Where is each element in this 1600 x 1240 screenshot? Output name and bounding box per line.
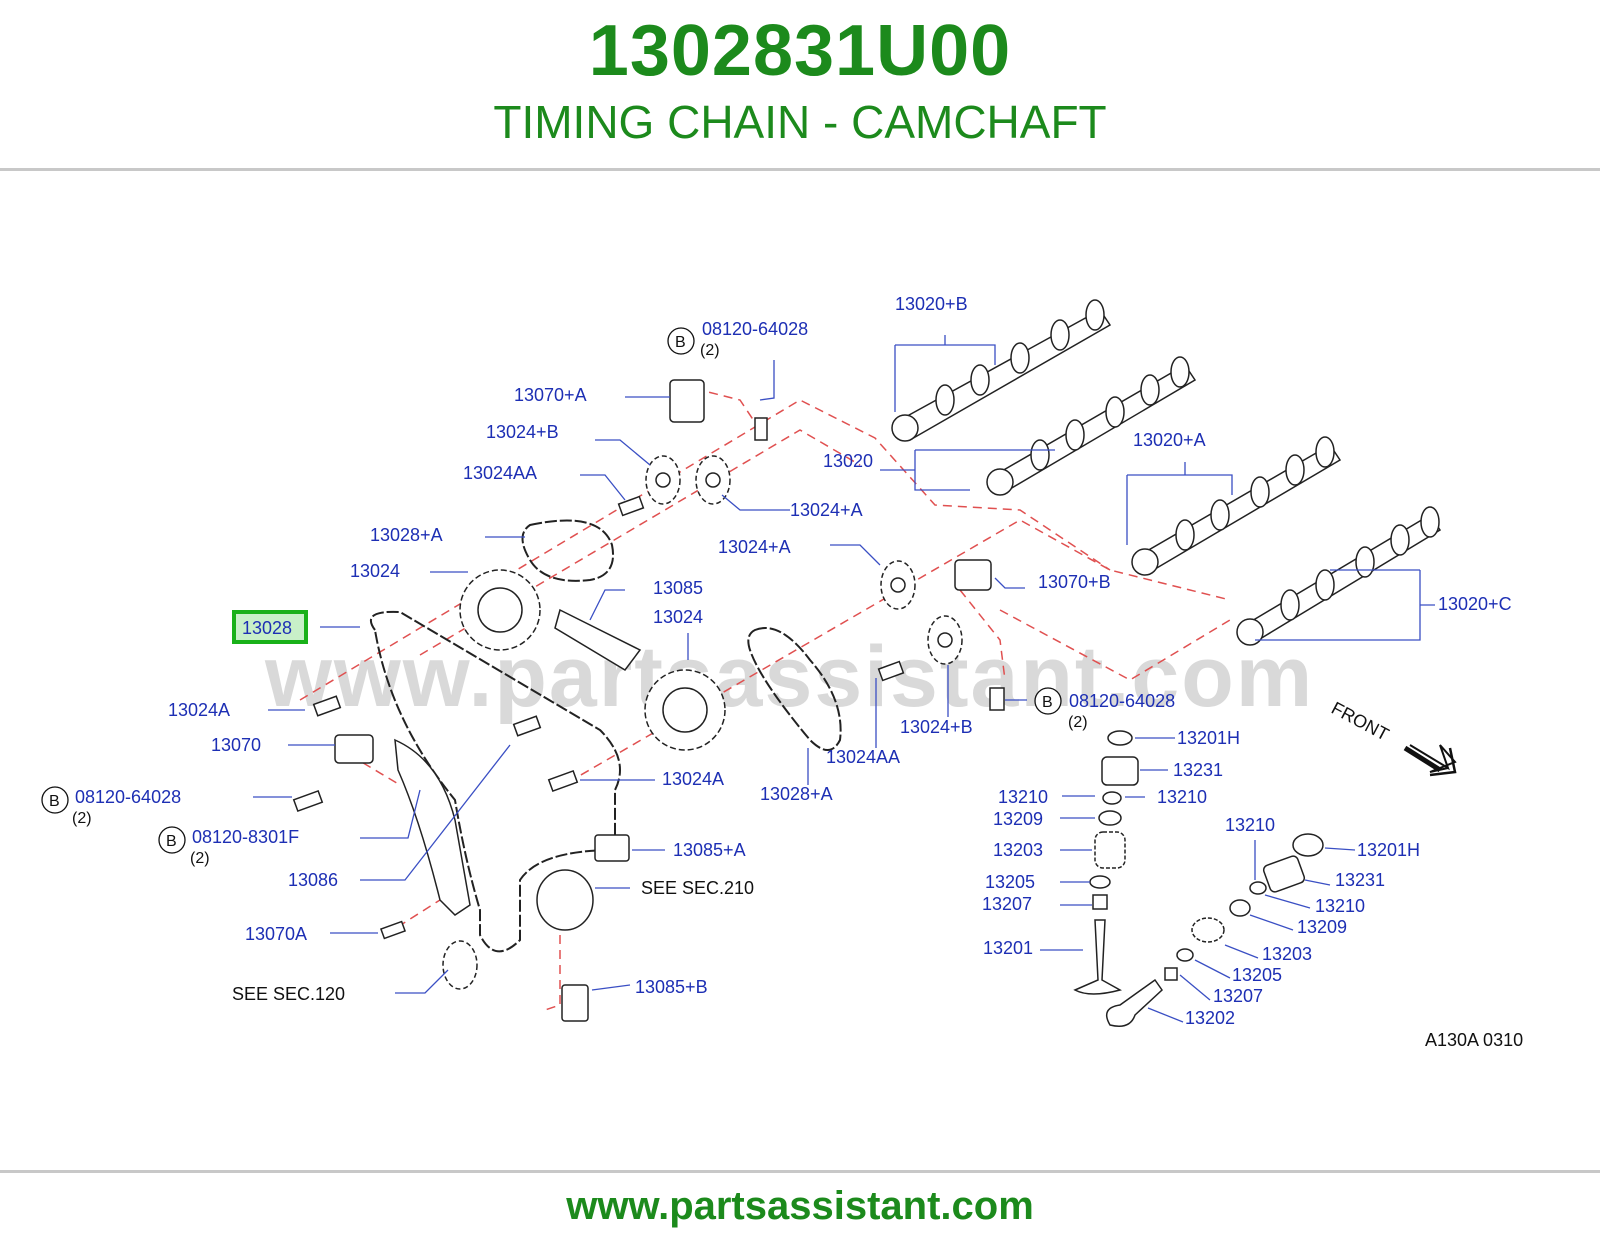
label-13203-lower[interactable]: 13203 (1262, 944, 1312, 964)
label-13209-lower[interactable]: 13209 (1297, 917, 1347, 937)
sprocket-13024-a-mid (880, 560, 916, 610)
label-13231-upper[interactable]: 13231 (1173, 760, 1223, 780)
label-13028-highlighted[interactable]: 13028 (242, 618, 292, 638)
part-description-title: TIMING CHAIN - CAMCHAFT (493, 96, 1107, 148)
label-13070[interactable]: 13070 (211, 735, 261, 755)
footer-website-link[interactable]: www.partsassistant.com (566, 1184, 1034, 1228)
label-13210-upper-left[interactable]: 13210 (998, 787, 1048, 807)
label-13024a-left[interactable]: 13024A (168, 700, 230, 720)
camshaft-13020-b (891, 299, 1112, 442)
label-13210-lower-top[interactable]: 13210 (1225, 815, 1275, 835)
label-13024-mid[interactable]: 13024 (653, 607, 703, 627)
watermark: www.partsassistant.com (265, 629, 1315, 725)
label-13070-b[interactable]: 13070+B (1038, 572, 1111, 592)
qty-right: (2) (1068, 714, 1088, 731)
qty-top: (2) (700, 342, 720, 359)
sprocket-13024-b-low (927, 615, 963, 665)
label-13024aa-top[interactable]: 13024AA (463, 463, 537, 483)
qty-8301f: (2) (190, 850, 210, 867)
label-13020[interactable]: 13020 (823, 451, 873, 471)
label-13210-lower[interactable]: 13210 (1315, 896, 1365, 916)
bolt-marker-b: B (675, 334, 686, 351)
highlight-box (232, 610, 308, 644)
label-13201h-lower[interactable]: 13201H (1357, 840, 1420, 860)
part-number-title: 1302831U00 (588, 11, 1012, 91)
part-labels: 13020+B 13020 13020+A 13020+C 08120-6402… (72, 294, 1523, 1050)
camshaft-13020-c (1236, 506, 1442, 646)
label-13020-a[interactable]: 13020+A (1133, 430, 1206, 450)
parts-diagram: B B B B 13020+B 13020 13020+A 13020+C 08… (41, 294, 1523, 1050)
label-13210-upper-right[interactable]: 13210 (1157, 787, 1207, 807)
sprocket-13024-a-top (695, 455, 731, 505)
header-divider (0, 168, 1600, 171)
label-13203-upper[interactable]: 13203 (993, 840, 1043, 860)
chain-guide-13085 (554, 608, 642, 671)
label-13024-b-low[interactable]: 13024+B (900, 717, 973, 737)
label-13231-lower[interactable]: 13231 (1335, 870, 1385, 890)
tensioner-13070-a-top (669, 379, 705, 423)
label-13020-b[interactable]: 13020+B (895, 294, 968, 314)
bolt-marker-b: B (166, 833, 177, 850)
drawing-code: A130A 0310 (1425, 1030, 1523, 1050)
label-13024-a-mid[interactable]: 13024+A (718, 537, 791, 557)
label-13207-upper[interactable]: 13207 (982, 894, 1032, 914)
label-13024aa-low[interactable]: 13024AA (826, 747, 900, 767)
label-13070-a-top[interactable]: 13070+A (514, 385, 587, 405)
label-08120-64028-left[interactable]: 08120-64028 (75, 787, 181, 807)
label-front: FRONT (1328, 698, 1392, 745)
chain-13028-a-low (747, 627, 842, 751)
label-08120-64028-top[interactable]: 08120-64028 (702, 319, 808, 339)
sprocket-13024-b-top (645, 455, 681, 505)
page-header: 1302831U00 TIMING CHAIN - CAMCHAFT (0, 0, 1600, 168)
label-13028-a-top[interactable]: 13028+A (370, 525, 443, 545)
label-08120-8301f[interactable]: 08120-8301F (192, 827, 299, 847)
valve-assembly-lower (1105, 833, 1324, 1027)
camshaft-13020 (986, 356, 1197, 496)
bolt-markers: B B B B (41, 327, 1062, 854)
bolt-marker-b: B (1042, 694, 1053, 711)
tensioner-13085-b (561, 984, 589, 1022)
qty-left: (2) (72, 810, 92, 827)
label-13202[interactable]: 13202 (1185, 1008, 1235, 1028)
chain-guide-13086 (394, 738, 471, 916)
sprocket-13024-left (459, 569, 541, 651)
label-13207-lower[interactable]: 13207 (1213, 986, 1263, 1006)
bolt-marker-b: B (49, 793, 60, 810)
label-13085-b[interactable]: 13085+B (635, 977, 708, 997)
label-13024-b-top[interactable]: 13024+B (486, 422, 559, 442)
label-13070a-left[interactable]: 13070A (245, 924, 307, 944)
label-13024a-low[interactable]: 13024A (662, 769, 724, 789)
label-13028-a-low[interactable]: 13028+A (760, 784, 833, 804)
tensioner-13070 (334, 734, 374, 764)
leader-lines (253, 335, 1435, 1023)
tensioner-13070-b (954, 559, 992, 591)
label-13024-left[interactable]: 13024 (350, 561, 400, 581)
sprocket-13024-mid (644, 669, 726, 751)
bolts (292, 417, 1005, 940)
label-13085[interactable]: 13085 (653, 578, 703, 598)
tensioner-13085-a (594, 834, 630, 862)
label-13205-upper[interactable]: 13205 (985, 872, 1035, 892)
label-13020-c[interactable]: 13020+C (1438, 594, 1512, 614)
label-see-sec120: SEE SEC.120 (232, 984, 345, 1004)
chain-13028-a-top (521, 519, 614, 582)
label-13205-lower[interactable]: 13205 (1232, 965, 1282, 985)
label-13201h-upper[interactable]: 13201H (1177, 728, 1240, 748)
camshaft-13020-a (1131, 436, 1342, 576)
label-08120-64028-right[interactable]: 08120-64028 (1069, 691, 1175, 711)
front-arrow (1403, 744, 1457, 777)
valve-assembly-upper (1073, 730, 1139, 995)
label-see-sec210: SEE SEC.210 (641, 878, 754, 898)
label-13209-upper[interactable]: 13209 (993, 809, 1043, 829)
crank-sprocket (442, 940, 478, 990)
tensioner-sec210 (536, 869, 594, 931)
footer-divider (0, 1170, 1600, 1173)
label-13085-a[interactable]: 13085+A (673, 840, 746, 860)
label-13024-a-top[interactable]: 13024+A (790, 500, 863, 520)
label-13086[interactable]: 13086 (288, 870, 338, 890)
label-13201[interactable]: 13201 (983, 938, 1033, 958)
